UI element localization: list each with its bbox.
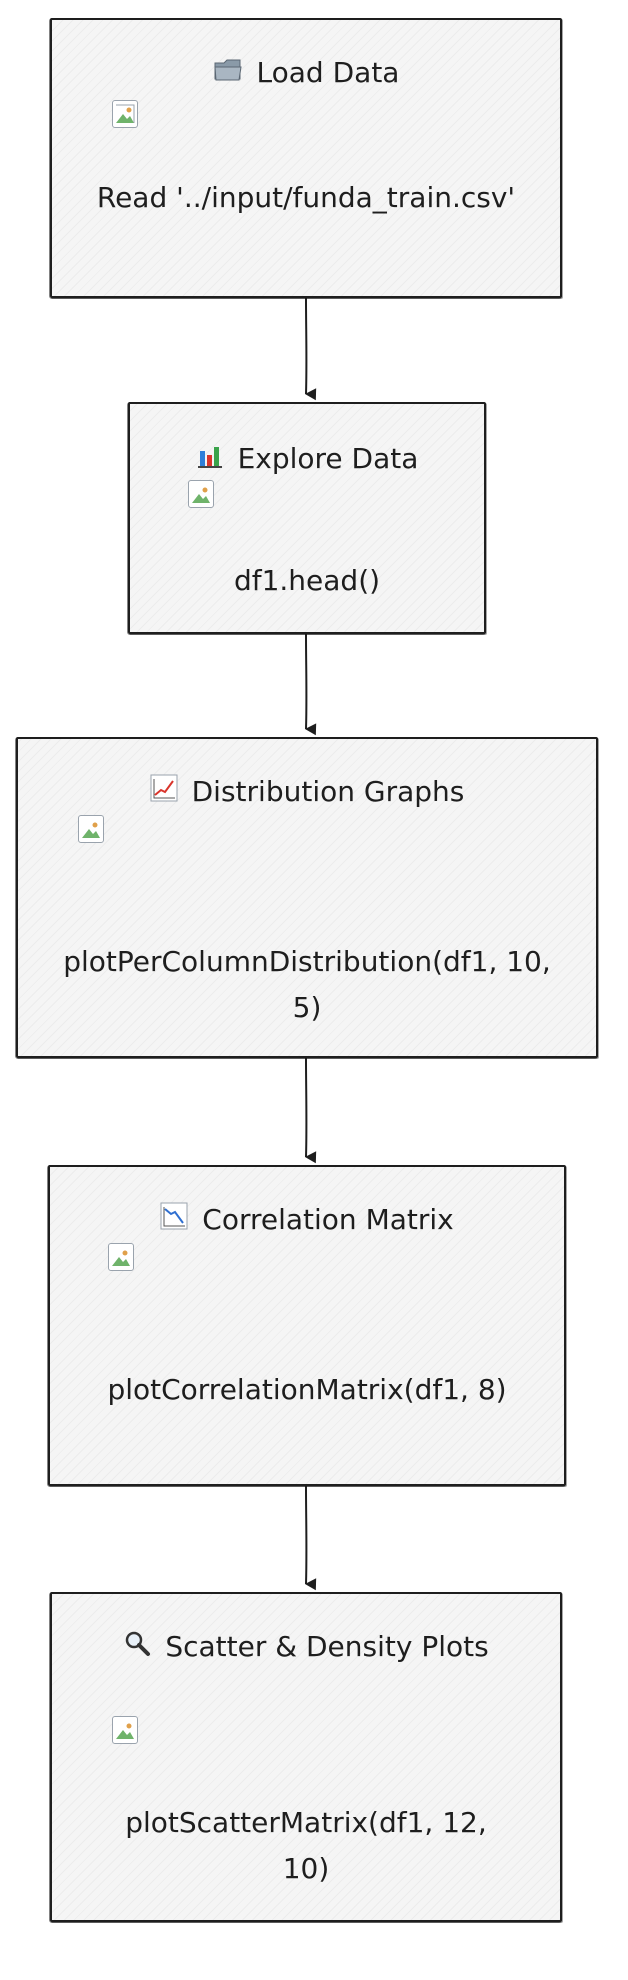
node-correlation-matrix[interactable]: Correlation Matrix plotCorrelationMatrix… xyxy=(47,1165,566,1487)
node-code: df1.head() xyxy=(233,564,381,597)
node-title: Load Data xyxy=(52,50,560,97)
folder-icon xyxy=(213,51,243,97)
node-title-text: Distribution Graphs xyxy=(191,775,465,808)
broken-image-icon xyxy=(112,1716,138,1744)
node-code: plotScatterMatrix(df1, 12, 10) xyxy=(125,1806,487,1885)
node-title: Explore Data xyxy=(130,436,484,483)
node-code: plotCorrelationMatrix(df1, 8) xyxy=(107,1373,507,1406)
broken-image-icon xyxy=(78,815,104,843)
node-code: plotPerColumnDistribution(df1, 10, 5) xyxy=(63,945,551,1024)
bar-chart-icon xyxy=(196,437,224,483)
node-title: Correlation Matrix xyxy=(50,1197,564,1244)
broken-image-icon xyxy=(188,480,214,508)
node-title-text: Correlation Matrix xyxy=(202,1203,454,1236)
node-load-data[interactable]: Load Data Read '../input/funda_train.csv… xyxy=(49,18,562,299)
magnifier-icon xyxy=(123,1625,151,1671)
node-title: Distribution Graphs xyxy=(18,769,596,816)
node-title-text: Explore Data xyxy=(237,442,419,475)
node-scatter-density-plots[interactable]: Scatter & Density Plots plotScatterMatri… xyxy=(49,1592,562,1923)
broken-image-icon xyxy=(112,100,138,128)
trend-up-chart-icon xyxy=(150,770,178,816)
trend-down-chart-icon xyxy=(160,1198,188,1244)
node-title-text: Load Data xyxy=(256,56,400,89)
node-title: Scatter & Density Plots xyxy=(112,1624,500,1671)
broken-image-icon xyxy=(108,1243,134,1271)
node-distribution-graphs[interactable]: Distribution Graphs plotPerColumnDistrib… xyxy=(15,737,598,1059)
node-explore-data[interactable]: Explore Data df1.head() xyxy=(127,402,486,635)
node-code: Read '../input/funda_train.csv' xyxy=(96,181,516,214)
node-title-text: Scatter & Density Plots xyxy=(165,1630,489,1663)
